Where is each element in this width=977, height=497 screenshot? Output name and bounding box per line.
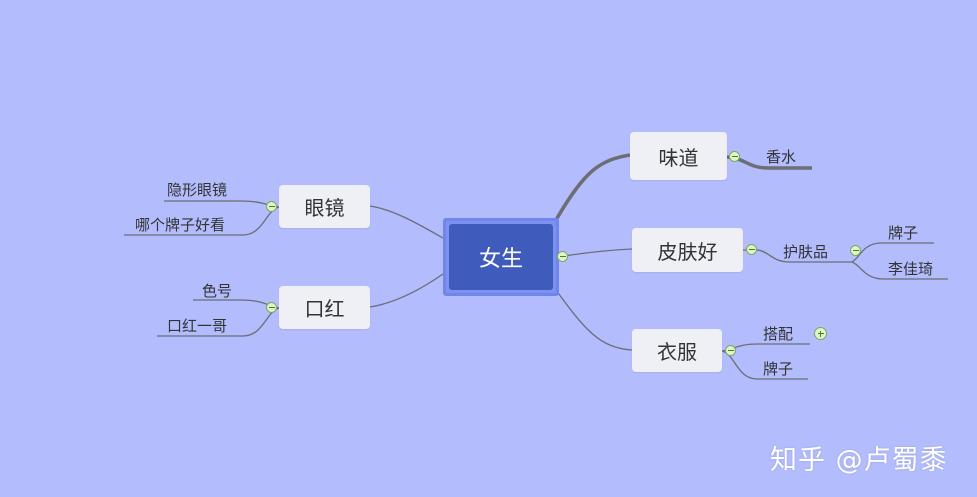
leaf-dapei[interactable]: 搭配: [763, 325, 794, 343]
collapse-yanjing-icon[interactable]: [266, 201, 277, 212]
leaf-sehao[interactable]: 色号: [202, 282, 233, 300]
collapse-yifu-icon[interactable]: [725, 345, 736, 356]
connector-yanjing-yinxing: [164, 200, 280, 208]
branch-kouhong-label: 口红: [304, 297, 345, 321]
branch-weidao-label: 味道: [658, 145, 699, 170]
connector-root-kouhong: [369, 273, 444, 308]
leaf-paizi-clothes[interactable]: 牌子: [763, 360, 794, 378]
leaf-xiangshui[interactable]: 香水: [766, 148, 797, 166]
connector-root-yanjing: [369, 205, 444, 239]
leaf-nage[interactable]: 哪个牌子好看: [135, 216, 226, 234]
collapse-pifuhao-icon[interactable]: [746, 244, 757, 255]
branch-yifu[interactable]: 衣服: [632, 329, 722, 372]
branch-weidao[interactable]: 味道: [630, 132, 727, 180]
leaf-paizi-skin[interactable]: 牌子: [888, 224, 919, 242]
collapse-hufupin-icon[interactable]: [850, 245, 861, 256]
branch-pifuhao[interactable]: 皮肤好: [632, 228, 743, 272]
connector-root-weidao: [554, 153, 631, 221]
root-label: 女生: [449, 224, 553, 290]
leaf-yinxing[interactable]: 隐形眼镜: [167, 181, 228, 199]
leaf-hufupin[interactable]: 护肤品: [783, 243, 829, 261]
leaf-lijiaqi[interactable]: 李佳琦: [888, 260, 934, 278]
branch-yanjing[interactable]: 眼镜: [279, 185, 370, 228]
connector-pifuhao-hufupin: [743, 249, 852, 263]
branch-yanjing-label: 眼镜: [304, 196, 345, 220]
collapse-weidao-icon[interactable]: [729, 151, 740, 162]
connector-root-yifu: [555, 289, 633, 351]
branch-pifuhao-label: 皮肤好: [657, 239, 718, 264]
expand-dapei-icon[interactable]: [814, 327, 827, 340]
connector-root-pifuhao: [563, 248, 633, 257]
connector-hufupin-paizi: [851, 242, 934, 263]
root-node[interactable]: 女生: [443, 218, 559, 296]
branch-yifu-label: 衣服: [657, 340, 697, 364]
branch-kouhong[interactable]: 口红: [279, 286, 370, 329]
leaf-yige[interactable]: 口红一哥: [167, 317, 228, 335]
connector-hufupin-lijiaqi: [851, 261, 948, 280]
watermark: 知乎 @卢蜀黍: [770, 445, 948, 476]
collapse-root-icon[interactable]: [557, 251, 568, 262]
collapse-kouhong-icon[interactable]: [266, 302, 277, 313]
